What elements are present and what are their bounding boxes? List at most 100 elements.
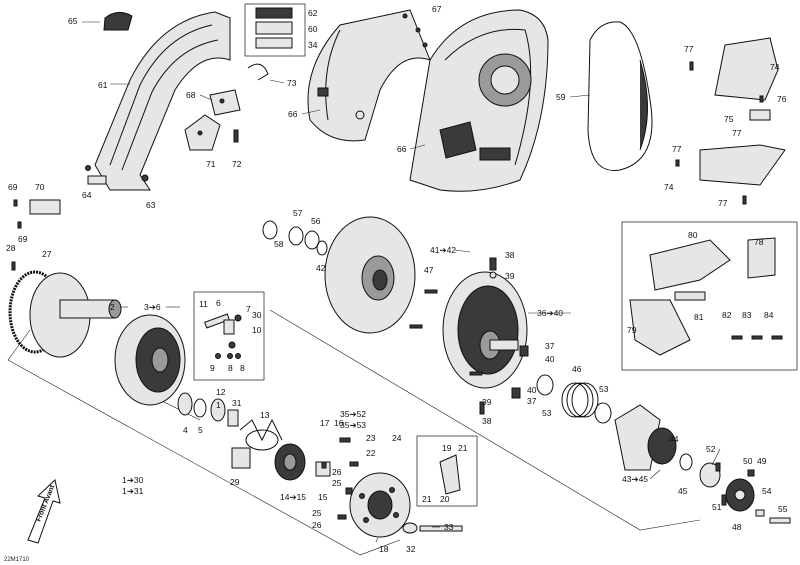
fasteners-37-40[interactable] [479, 257, 529, 415]
callout-52: 52 [706, 444, 716, 454]
bolt-72[interactable] [233, 129, 239, 143]
spring-46[interactable] [561, 382, 599, 418]
callout-22: 22 [366, 448, 376, 458]
outer-cover[interactable] [409, 9, 549, 192]
callout-83: 83 [742, 310, 752, 320]
callout-78: 78 [754, 237, 764, 247]
callout-32: 32 [406, 544, 416, 554]
callout-34: 34 [308, 40, 318, 50]
washer-12[interactable] [210, 398, 226, 422]
callout-20: 20 [440, 494, 450, 504]
callout-37a: 37 [545, 341, 555, 351]
callout-45: 45 [678, 486, 688, 496]
callout-8a: 8 [228, 363, 233, 373]
callout-1: 1 [216, 400, 221, 410]
callout-37b: 37 [527, 396, 537, 406]
sliding-sheave[interactable] [114, 314, 186, 406]
bracket-75[interactable] [749, 109, 771, 121]
bolt-33[interactable] [419, 525, 463, 532]
callout-73: 73 [287, 78, 297, 88]
plate-78[interactable] [747, 237, 776, 279]
callout-69b: 69 [18, 234, 28, 244]
callout-69a: 69 [8, 182, 18, 192]
seal-rings-56-58[interactable] [262, 220, 328, 256]
screws-47[interactable] [409, 289, 483, 376]
bolt-55[interactable] [769, 517, 791, 524]
driven-sheave-36[interactable] [442, 271, 528, 389]
lever-assembly-6[interactable] [204, 313, 242, 359]
callout-21a: 21 [458, 443, 468, 453]
washer-4[interactable] [177, 392, 193, 416]
cover-plate-upper[interactable] [714, 37, 779, 101]
cover-plate-lower[interactable] [699, 144, 786, 186]
callout-21b: 21 [422, 494, 432, 504]
washer-45[interactable] [679, 453, 693, 471]
belt-guard-frame[interactable] [87, 11, 231, 191]
cam-hub-14[interactable] [274, 443, 306, 481]
lever-20[interactable] [439, 454, 461, 495]
inner-cover[interactable] [307, 9, 431, 142]
callout-74a: 74 [770, 62, 780, 72]
callout-55: 55 [778, 504, 788, 514]
callout-77d: 77 [718, 198, 728, 208]
callout-67: 67 [432, 4, 442, 14]
bracket-71[interactable] [184, 114, 221, 151]
spring-13[interactable] [239, 418, 283, 451]
callout-57: 57 [293, 208, 303, 218]
hardware-misc [11, 13, 783, 520]
callout-81: 81 [694, 312, 704, 322]
callout-15: 15 [318, 492, 328, 502]
strip-81[interactable] [674, 291, 706, 301]
callout-18: 18 [379, 544, 389, 554]
callout-35-53: 35➔53 [340, 420, 366, 430]
callout-38a: 38 [505, 250, 515, 260]
callout-66b: 66 [397, 144, 407, 154]
retaining-pin[interactable] [247, 63, 269, 81]
callout-54: 54 [762, 486, 772, 496]
callout-60: 60 [308, 24, 318, 34]
fixed-sheave-18[interactable] [349, 472, 411, 538]
cam-43[interactable] [614, 404, 677, 471]
bracket-68[interactable] [209, 89, 241, 116]
callout-8b: 8 [240, 363, 245, 373]
callout-39a: 39 [505, 271, 515, 281]
callout-9: 9 [210, 363, 215, 373]
callout-48: 48 [732, 522, 742, 532]
duct-79[interactable] [629, 299, 691, 356]
bushing-31[interactable] [227, 409, 239, 427]
callout-53a: 53 [599, 384, 609, 394]
driven-sheave-41[interactable] [324, 216, 416, 334]
callout-28: 28 [6, 243, 16, 253]
callout-76: 76 [777, 94, 787, 104]
washer-5[interactable] [193, 398, 207, 418]
callout-47: 47 [424, 265, 434, 275]
callout-40a: 40 [545, 354, 555, 364]
callout-10: 10 [252, 325, 262, 335]
callout-75: 75 [724, 114, 734, 124]
callout-61: 61 [98, 80, 108, 90]
callout-41-42: 41➔42 [430, 245, 456, 255]
callout-79: 79 [627, 325, 637, 335]
washer-53[interactable] [536, 374, 612, 424]
duct-80[interactable] [649, 239, 731, 291]
callout-58: 58 [274, 239, 284, 249]
sleeve-29[interactable] [231, 447, 251, 469]
drive-pulley-shaft[interactable] [29, 272, 122, 358]
callout-70: 70 [35, 182, 45, 192]
callout-50: 50 [743, 456, 753, 466]
hub-48[interactable] [725, 478, 755, 512]
callout-33: 33 [444, 522, 454, 532]
washer-32[interactable] [402, 522, 418, 534]
kit-box [621, 221, 798, 371]
callout-11: 11 [199, 299, 208, 309]
callout-35-52: 35➔52 [340, 409, 366, 419]
callout-46: 46 [572, 364, 582, 374]
callout-62: 62 [308, 8, 318, 18]
bracket-70[interactable] [29, 199, 61, 215]
callout-labels: 65 61 64 63 62 60 34 73 68 71 72 67 66 6… [6, 4, 788, 554]
drive-belt[interactable] [587, 21, 653, 171]
washer-52[interactable] [699, 462, 721, 488]
callout-38b: 38 [482, 416, 492, 426]
callout-4: 4 [183, 425, 188, 435]
